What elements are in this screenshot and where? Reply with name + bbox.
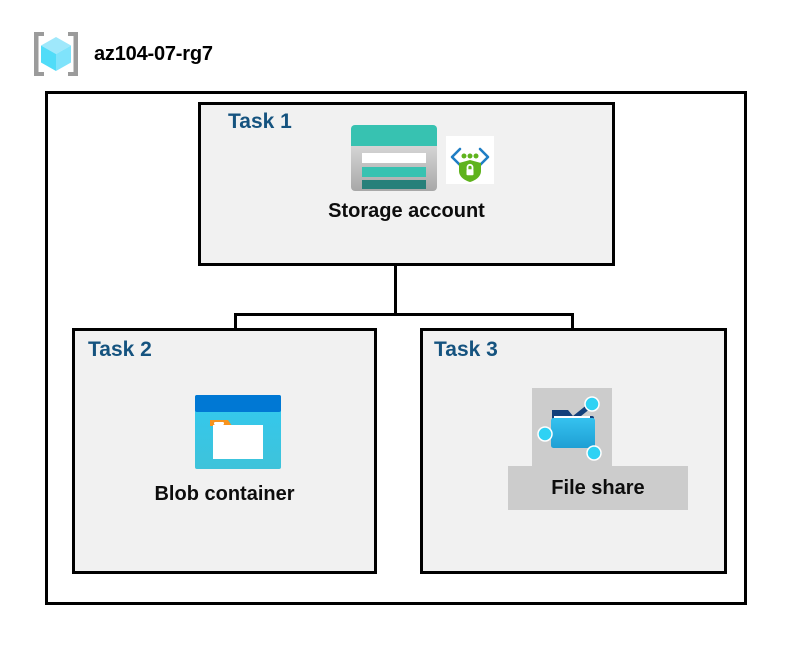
storage-account-icon [350, 124, 438, 192]
file-share-caption: File share [551, 477, 645, 499]
storage-account-caption: Storage account [328, 200, 485, 222]
connector-horizontal-bus [234, 313, 574, 316]
secure-endpoint-shield-icon [446, 136, 494, 184]
blob-container-caption: Blob container [154, 483, 295, 505]
file-share-caption-backdrop [508, 466, 688, 510]
resource-group-header: az104-07-rg7 [30, 28, 213, 80]
blob-container-icon [194, 394, 282, 470]
task-1-label: Task 1 [228, 110, 292, 133]
task-2-label: Task 2 [88, 338, 152, 361]
task-3-label: Task 3 [434, 338, 498, 361]
file-share-icon [534, 390, 610, 466]
resource-group-cube-icon [34, 32, 78, 76]
resource-group-name: az104-07-rg7 [94, 42, 213, 65]
